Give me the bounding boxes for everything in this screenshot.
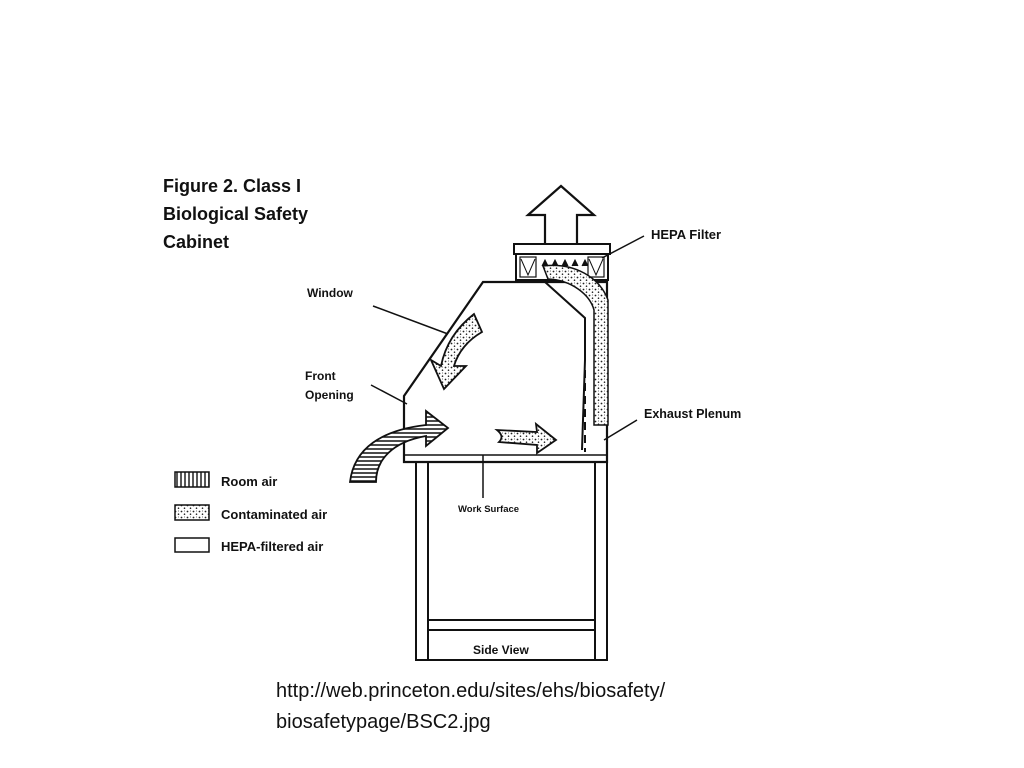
source-caption-line-2: biosafetypage/BSC2.jpg: [276, 711, 491, 733]
label-front-opening-2: Opening: [305, 388, 354, 402]
figure-title-line-1: Figure 2. Class I: [163, 176, 302, 196]
label-exhaust-plenum: Exhaust Plenum: [644, 407, 741, 421]
label-window: Window: [307, 286, 354, 300]
source-caption-line-1: http://web.princeton.edu/sites/ehs/biosa…: [276, 680, 666, 702]
label-front-opening-1: Front: [305, 369, 336, 383]
label-side-view: Side View: [473, 643, 529, 657]
label-hepa-filter: HEPA Filter: [651, 227, 721, 242]
figure-title-line-3: Cabinet: [163, 232, 230, 252]
legend-swatch-room-air: [174, 471, 210, 488]
label-work-surface: Work Surface: [458, 504, 519, 515]
leader-lines: [370, 235, 645, 498]
legend-swatch-hepa-filtered-air: [174, 537, 210, 553]
legend-swatch-contaminated-air: [174, 504, 210, 521]
legend: Room air Contaminated air HEPA-filtered …: [174, 471, 327, 554]
source-caption: http://web.princeton.edu/sites/ehs/biosa…: [276, 676, 665, 738]
plenum-airflow: [541, 264, 609, 426]
window-airflow-arrow: [429, 312, 484, 391]
legend-label-hepa-filtered-air: HEPA-filtered air: [221, 539, 323, 554]
cabinet-stand: [415, 461, 608, 661]
exhaust-arrow: [525, 184, 597, 249]
figure-title-line-2: Biological Safety: [163, 204, 309, 224]
legend-label-contaminated-air: Contaminated air: [221, 507, 327, 522]
room-air-arrow: [348, 409, 450, 483]
work-surface-airflow-arrow: [494, 421, 558, 455]
legend-label-room-air: Room air: [221, 474, 277, 489]
figure-title: Figure 2. Class I Biological Safety Cabi…: [163, 172, 308, 256]
